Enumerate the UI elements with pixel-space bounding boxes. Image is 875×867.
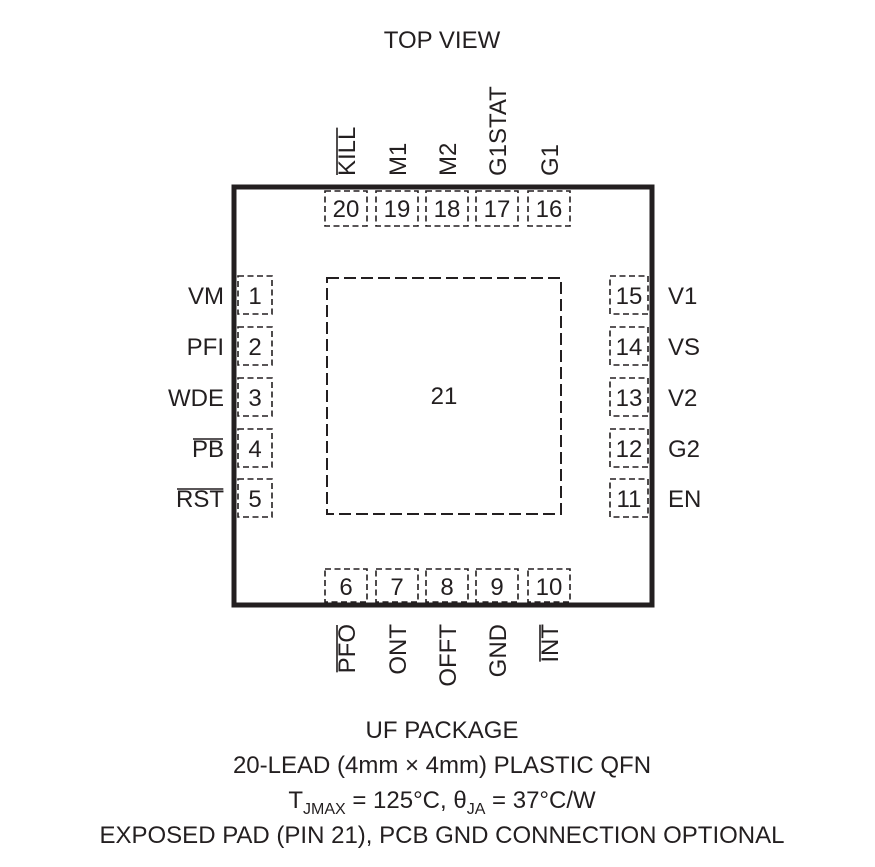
pin-3-number: 3 [248, 385, 261, 412]
theta-subscript: JA [467, 801, 486, 818]
pin-20-label-group: KILL [334, 127, 361, 176]
pin-7-label-group: ONT [385, 624, 412, 675]
pin-14-label: VS [668, 334, 700, 361]
pin-17-label: G1STAT [485, 86, 512, 176]
pin-18-label-group: M2 [435, 143, 462, 176]
pin-2-label: PFI [187, 334, 224, 361]
pin-18-number: 18 [434, 196, 461, 223]
pin-5-pad [237, 478, 273, 518]
pin-11-pad [609, 478, 649, 518]
pin-14-number: 14 [616, 334, 643, 361]
pin-10-pad [527, 568, 571, 603]
theta-value: = 37°C/W [485, 787, 596, 814]
pin-5-label: RST [176, 486, 224, 513]
pin-4-label: PB [192, 436, 224, 463]
pin-20-label: KILL [334, 127, 361, 176]
pin-19-number: 19 [384, 196, 411, 223]
pin-11-number: 11 [617, 486, 642, 513]
caption-thermal-specs: TJMAX = 125°C, θJA = 37°C/W [288, 787, 596, 818]
pin-15-number: 15 [616, 283, 643, 310]
pin-8-label-group: OFFT [435, 624, 462, 687]
tj-subscript: JMAX [303, 801, 346, 818]
pin-11-label: EN [668, 486, 701, 513]
pin-12-number: 12 [616, 436, 643, 463]
pin-17-number: 17 [484, 196, 511, 223]
pin-6-pad [324, 568, 368, 603]
pin-3-label: WDE [168, 385, 224, 412]
package-caption: UF PACKAGE 20-LEAD (4mm × 4mm) PLASTIC Q… [99, 717, 784, 849]
exposed-pad [326, 277, 562, 515]
pin-1-pad [237, 275, 273, 315]
package-body [231, 184, 655, 608]
pin-1-number: 1 [248, 283, 261, 310]
exposed-pad-number: 21 [431, 383, 458, 410]
pin-7-number: 7 [390, 574, 403, 601]
pin-16-label: G1 [537, 144, 564, 176]
pin-6-label: PFO [334, 624, 361, 673]
pin-9-pad [475, 568, 519, 603]
pin-7-pad [375, 568, 419, 603]
pin-10-label-group: INT [537, 624, 564, 663]
pin-10-label: INT [537, 624, 564, 663]
pin-16-number: 16 [536, 196, 563, 223]
pin-9-label: GND [485, 624, 512, 677]
pin-9-label-group: GND [485, 624, 512, 677]
pin-15-label: V1 [668, 283, 697, 310]
pin-8-number: 8 [440, 574, 453, 601]
theta-symbol: θ [453, 787, 466, 814]
caption-package-name: UF PACKAGE [366, 717, 519, 744]
pin-16-label-group: G1 [537, 144, 564, 176]
pin-19-label-group: M1 [385, 143, 412, 176]
pin-6-label-group: PFO [334, 624, 361, 673]
pin-19-pad [375, 190, 419, 227]
pin-13-number: 13 [616, 385, 643, 412]
pin-15-pad [609, 275, 649, 315]
tj-symbol: T [288, 787, 303, 814]
pin-20-number: 20 [333, 196, 360, 223]
pin-2-number: 2 [248, 334, 261, 361]
pin-17-pad [475, 190, 519, 227]
pin-8-pad [425, 568, 469, 603]
pin-20-pad [324, 190, 368, 227]
pin-2-pad [237, 326, 273, 366]
pin-4-pad [237, 428, 273, 468]
pin-16-pad [527, 190, 571, 227]
pin-4-number: 4 [248, 436, 261, 463]
pin-7-label: ONT [385, 624, 412, 675]
pin-10-number: 10 [536, 574, 563, 601]
caption-package-description: 20-LEAD (4mm × 4mm) PLASTIC QFN [233, 752, 651, 779]
pin-13-label: V2 [668, 385, 697, 412]
diagram-title: TOP VIEW [384, 27, 501, 54]
pin-6-number: 6 [339, 574, 352, 601]
pin-8-label: OFFT [435, 624, 462, 687]
caption-exposed-pad-note: EXPOSED PAD (PIN 21), PCB GND CONNECTION… [99, 822, 784, 849]
pin-5-number: 5 [248, 486, 261, 513]
pin-19-label: M1 [385, 143, 412, 176]
pin-9-number: 9 [490, 574, 503, 601]
pin-12-label: G2 [668, 436, 700, 463]
pin-18-pad [425, 190, 469, 227]
tj-value: = 125°C, [346, 787, 454, 814]
pin-12-pad [609, 428, 649, 468]
pin-1-label: VM [188, 283, 224, 310]
pin-14-pad [609, 326, 649, 366]
pins-layer: 1 VM 2 PFI 3 WDE 4 PB 5 RST 15 V1 14 VS 13 V2 12 G2 11 EN 6P… [168, 86, 701, 687]
pin-17-label-group: G1STAT [485, 86, 512, 176]
pin-3-pad [237, 377, 273, 417]
pin-13-pad [609, 377, 649, 417]
pin-18-label: M2 [435, 143, 462, 176]
